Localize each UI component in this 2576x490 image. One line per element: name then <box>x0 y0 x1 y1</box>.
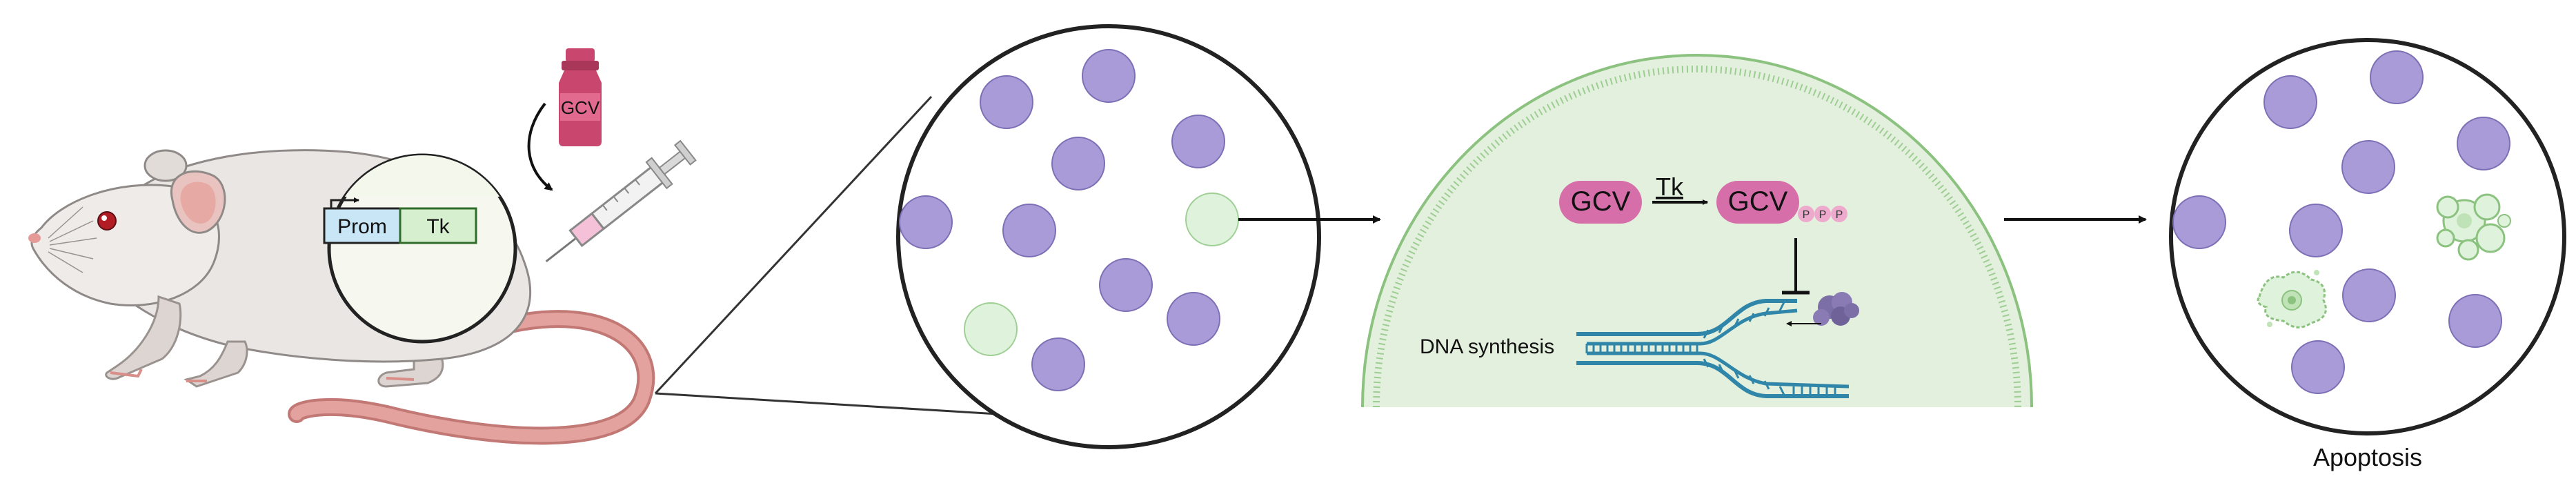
tk-expressing-cell <box>1185 193 1239 246</box>
tk-gene-box <box>399 207 477 244</box>
tk-expressing-cell <box>964 302 1018 356</box>
zoom-line-top <box>654 95 933 395</box>
tumor-cell <box>2341 140 2395 194</box>
dna-fork: DNA synthesis <box>1420 292 1859 398</box>
tumor-cell <box>1031 337 1085 391</box>
triphosphate: P P P <box>1798 206 1847 222</box>
gcv-substrate-pill <box>1559 181 1642 224</box>
mouse-paw <box>184 340 248 388</box>
tk-gene-label: Tk <box>426 215 450 238</box>
syringe <box>545 139 697 263</box>
tk-enzyme-label: Tk <box>1656 173 1684 201</box>
apoptotic-cell <box>2436 193 2511 261</box>
tumor-cell <box>2172 195 2226 249</box>
mouse-head <box>30 184 220 306</box>
tumor-cell <box>1002 204 1056 257</box>
dna-synthesis-label: DNA synthesis <box>1420 335 1554 358</box>
tumor-cell <box>1051 137 1105 190</box>
tumor-cell <box>1167 292 1220 346</box>
base-pair <box>1779 302 1785 311</box>
mouse-front-leg <box>105 295 182 380</box>
mouse-eye <box>97 211 117 231</box>
apoptosis-label: Apoptosis <box>2313 443 2422 471</box>
tumor-cell <box>2291 340 2345 394</box>
tumor-cell <box>2370 50 2424 104</box>
apoptotic-cell <box>2257 270 2327 329</box>
promoter-label: Prom <box>337 215 387 238</box>
tumor-cell <box>980 75 1033 129</box>
tumor-cell <box>1099 258 1153 312</box>
tumor-cell <box>1171 115 1225 168</box>
gcv-vial: GCV <box>559 48 602 146</box>
reaction: GCV Tk GCV P P P <box>1559 173 1847 295</box>
phosphate-1: P <box>1803 209 1810 221</box>
tumor-cell <box>2263 75 2317 129</box>
tumor-cell <box>1082 49 1136 103</box>
gcv-product-label: GCV <box>1728 186 1788 217</box>
tissue-lens-before <box>896 24 1321 449</box>
tumor-cell <box>899 195 953 249</box>
vial-to-syringe-arrow <box>527 102 553 191</box>
gcv-substrate-label: GCV <box>1571 186 1631 217</box>
cell-dome <box>1361 54 2033 408</box>
zoom-line-bottom <box>655 392 1056 419</box>
gcv-product-pill <box>1716 181 1799 224</box>
polymerase <box>1813 292 1859 326</box>
phosphate-2: P <box>1819 209 1827 221</box>
tumor-cell <box>2457 117 2510 170</box>
tumor-cell <box>2289 204 2343 257</box>
tissue-lens-after: Apoptosis <box>2169 38 2566 471</box>
promoter-box <box>323 207 402 244</box>
base-pair <box>1779 386 1785 395</box>
mouse <box>28 149 655 445</box>
tumor-cell <box>2342 268 2396 322</box>
vial-label: GCV <box>561 97 600 118</box>
tumor-cell <box>2448 294 2502 348</box>
phosphate-3: P <box>1836 209 1843 221</box>
